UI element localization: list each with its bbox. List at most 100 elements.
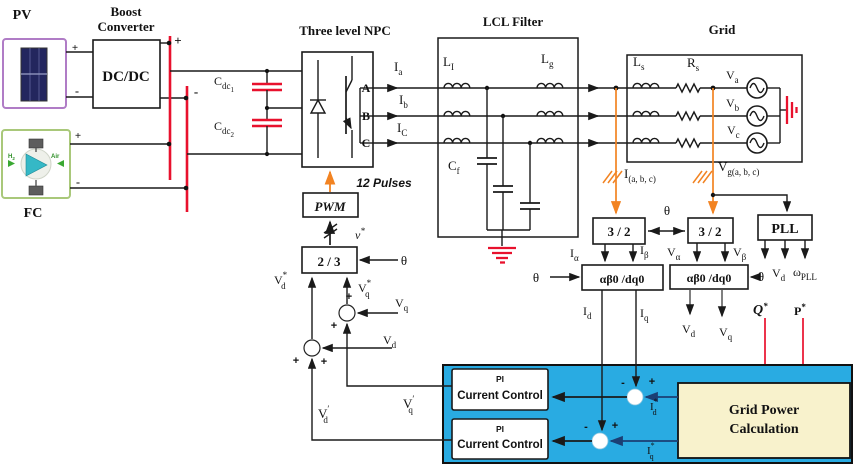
voltage-32-label: 3 / 2 <box>698 224 721 239</box>
gpc-label-line1: Grid Power <box>729 403 799 418</box>
voltage-dq-box <box>669 264 749 290</box>
vqref-label: V*q <box>358 278 372 299</box>
voltage-summing: Vq Vd + + + + V*q V*d <box>274 270 409 368</box>
lcl-filter: LCL Filter LI Lg Cf <box>437 14 579 264</box>
current-measurement-tap: I(a, b, c) <box>602 88 656 215</box>
dcdc-label: DC/DC <box>102 69 150 85</box>
vqprime-plus-sign: + <box>331 320 337 332</box>
grid-network: Grid Ls Rs Va Vb Vc <box>626 22 803 163</box>
bus-plus: + <box>174 33 181 48</box>
dc-bus-wiring: + - + - + - Cdc1 Cdc2 <box>66 33 302 212</box>
current-control-panel: PI Current Control PI Current Control Gr… <box>442 364 853 464</box>
voltage-measurement-tap: Vg(a, b, c) <box>692 88 792 215</box>
theta-current-dq-label: θ <box>533 270 539 285</box>
current-dq-label: αβ0 /dq0 <box>600 272 645 286</box>
pv-title: PV <box>13 8 32 23</box>
h2-arrow-icon <box>8 160 15 167</box>
ls-coil-icon <box>632 82 660 89</box>
wpll-label: ωPLL <box>793 265 817 282</box>
transform-blocks: 3 / 2 3 / 2 PLL θ <box>592 203 813 245</box>
cc1-label: Current Control <box>457 390 543 402</box>
ia-label: Ia <box>394 59 402 77</box>
vgabc-label: Vg(a, b, c) <box>718 159 759 177</box>
iabc-label: I(a, b, c) <box>624 166 656 184</box>
vd-out-label: Vd <box>682 322 696 339</box>
vq-in-label: Vq <box>395 296 409 313</box>
lg-coil-icon <box>536 82 564 89</box>
vdref-label: V*d <box>274 270 288 291</box>
ic-label: IC <box>397 120 407 138</box>
theta-exchange-label: θ <box>664 203 670 218</box>
pwm-label: PWM <box>314 199 346 214</box>
cdc1-label: Cdc1 <box>214 74 235 94</box>
theta-pll-label: θ <box>758 269 764 284</box>
fc-plus: + <box>75 130 81 142</box>
cc1-box <box>451 368 549 411</box>
lg-label: Lg <box>541 51 554 69</box>
cf-label: Cf <box>448 158 460 176</box>
phase-a-label: A <box>362 81 371 95</box>
voltage-correction-lines: V′q V′d <box>307 322 452 441</box>
idq-feedback-lines: Id Iq <box>583 290 649 432</box>
grid-title: Grid <box>709 22 736 37</box>
grid-power-calc-box <box>677 382 851 459</box>
dcdc-box <box>92 39 161 109</box>
pref-label: P* <box>794 302 806 318</box>
npc-box <box>301 51 374 168</box>
vd-in-label: Vd <box>383 333 397 350</box>
ls-label: Ls <box>633 54 645 72</box>
vq-plus-sign: + <box>346 291 352 303</box>
bus-minus: - <box>194 84 198 99</box>
pv-plus: + <box>72 42 78 54</box>
phase-c-label: C <box>362 136 371 150</box>
grid-box <box>626 54 803 163</box>
cc1-pi-label: PI <box>496 374 504 384</box>
vbeta-label: Vβ <box>733 245 747 262</box>
iq-minus-sign: - <box>621 377 625 389</box>
id-minus-sign: - <box>584 421 588 433</box>
vq-summing-junction <box>338 304 356 322</box>
vdq-outputs: Vd Vq <box>682 289 733 342</box>
boost-title-line1: Boost <box>110 4 142 19</box>
rs-label: Rs <box>687 55 700 73</box>
air-arrow-icon <box>57 160 64 167</box>
two-three-label: 2 / 3 <box>317 254 341 269</box>
va-label: Va <box>726 68 739 85</box>
vd-plus-sign: + <box>321 356 327 368</box>
boost-title-line2: Converter <box>97 19 154 34</box>
theta-two-three-label: θ <box>401 253 407 268</box>
h2-label: H2 <box>8 154 15 161</box>
pv-minus: - <box>75 84 79 98</box>
igbt-icon <box>342 56 353 158</box>
fc-title: FC <box>24 206 43 221</box>
fuel-cell-module: H2 Air FC <box>1 129 71 221</box>
npc-inverter: Three level NPC A B C <box>299 23 391 168</box>
vq-out-label: Vq <box>719 325 733 342</box>
vd-summing-junction <box>303 339 321 357</box>
cdc2-label: Cdc2 <box>214 119 235 139</box>
id-label: Id <box>583 304 592 321</box>
current-32-box <box>592 217 646 245</box>
iqref-label: I*q <box>647 441 655 461</box>
rs-resistor-icon <box>675 82 701 94</box>
pv-module: PV <box>2 8 67 109</box>
boost-converter: Boost Converter DC/DC <box>92 4 161 109</box>
pwm-box <box>302 192 359 218</box>
idref-plus-sign: + <box>649 376 655 388</box>
alphabeta-signals: Iα Iβ Vα Vβ <box>570 243 747 263</box>
iq-summing-junction <box>626 388 644 406</box>
vdprime-plus-sign: + <box>293 355 299 367</box>
current-dq-box <box>581 264 664 291</box>
inverse-transform-pwm: 2 / 3 θ v* PWM 12 Pulses <box>301 170 412 274</box>
li-coil-icon <box>443 82 471 89</box>
iqref-plus-sign: + <box>612 420 618 432</box>
gpc-label-line2: Calculation <box>729 422 798 437</box>
cc2-label: Current Control <box>457 439 543 451</box>
two-three-box <box>301 246 358 274</box>
voltage-dq-label: αβ0 /dq0 <box>687 271 732 285</box>
grid-ground-icon <box>785 96 798 124</box>
iq-label: Iq <box>640 306 649 323</box>
lcl-box <box>437 37 579 238</box>
